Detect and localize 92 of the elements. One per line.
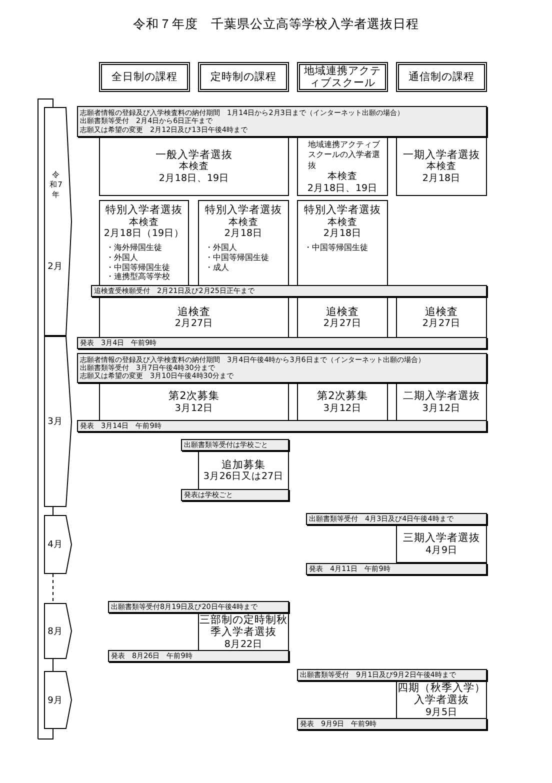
notice-bar (306, 513, 487, 525)
exam-name: 地域連携アクティブスクールの入学者選抜 (307, 140, 381, 171)
exam-type: 本検査 (328, 216, 358, 228)
notice-bar (77, 106, 487, 137)
connector-line (52, 658, 54, 672)
exam-name: 二期入学者選抜 (403, 390, 480, 403)
schedule-box (198, 613, 289, 651)
exam-date: 2月18日、19日 (158, 172, 230, 184)
exam-name: 特別入学者選抜 (205, 204, 282, 217)
schedule-box (297, 200, 388, 286)
schedule-box (396, 681, 487, 719)
eligibility-item: ・連携型高等学校 (105, 272, 170, 282)
eligibility-item: ・中国等帰国生徒 (105, 262, 170, 272)
schedule-box (99, 200, 189, 286)
exam-name: 追検査 (326, 306, 359, 318)
exam-date: 3月12日 (174, 402, 214, 414)
course-header (396, 62, 487, 92)
exam-date: 2月27日 (422, 318, 461, 330)
notice-bar (297, 718, 487, 730)
eligibility-item: ・外国人 (204, 243, 237, 253)
schedule-box (99, 297, 289, 338)
eligibility-item: ・外国人 (105, 252, 138, 263)
eligibility-item: ・中国等帰国生徒 (204, 252, 269, 263)
exam-name: 三部制の定時制秋季入学者選抜 (199, 614, 288, 639)
eligibility-item: ・成人 (204, 262, 229, 272)
exam-date: 2月27日 (174, 318, 214, 330)
schedule-box (198, 451, 289, 490)
notice-bar (77, 337, 487, 349)
exam-type: 本検査 (328, 171, 358, 183)
exam-name: 四期（秋季入学）入学者選抜 (397, 682, 486, 707)
exam-date: 8月22日 (224, 638, 263, 650)
exam-date: 2月18日（19日） (104, 228, 184, 240)
schedule-box (99, 137, 289, 196)
notice-bar (306, 563, 487, 575)
exam-name: 一般入学者選抜 (156, 148, 232, 161)
exam-type: 本検査 (179, 161, 209, 173)
header-text: 通信制の課程 (408, 70, 474, 84)
exam-name: 特別入学者選抜 (106, 204, 182, 217)
exam-date: 3月12日 (422, 402, 461, 414)
exam-name: 第2次募集 (317, 390, 368, 403)
schedule-box (396, 525, 487, 563)
header-text: 地域連携アクティブスクール (303, 64, 382, 90)
schedule-box (297, 383, 388, 421)
exam-date: 3月12日 (323, 402, 362, 414)
exam-type: 本検査 (228, 216, 258, 228)
notice-bar (297, 669, 487, 681)
notice-bar (108, 650, 289, 662)
course-header (99, 62, 190, 92)
course-header (198, 62, 289, 92)
exam-name: 特別入学者選抜 (304, 204, 381, 217)
connector-line (52, 506, 54, 516)
title: 令和７年度 千葉県公立高等学校入学者選抜日程 (132, 16, 420, 33)
schedule-box (396, 383, 487, 421)
month-label: 2月 (48, 261, 64, 273)
exam-date: 2月18日 (323, 228, 362, 240)
month-label: 3月 (48, 416, 64, 428)
month-label: 8月 (48, 626, 64, 638)
header-text: 全日制の課程 (112, 70, 178, 84)
exam-date: 2月27日 (323, 318, 362, 330)
schedule-box (198, 200, 289, 286)
schedule-box (396, 297, 487, 338)
exam-type: 本検査 (426, 161, 456, 173)
notice-bar (77, 353, 487, 383)
month-label: 4月 (48, 539, 64, 551)
exam-name: 第2次募集 (168, 390, 220, 403)
schedule-box (297, 297, 388, 338)
exam-name: 追加募集 (222, 458, 266, 472)
month-label: 9月 (48, 694, 64, 706)
exam-date: 9月5日 (425, 706, 458, 718)
header-text: 定時制の課程 (210, 70, 276, 84)
notice-bar (181, 489, 289, 501)
schedule-box (99, 383, 289, 421)
notice-bar (181, 439, 289, 451)
schedule-box (297, 137, 388, 196)
exam-type: 本検査 (129, 216, 159, 228)
exam-name: 追検査 (178, 306, 210, 318)
exam-date: 3月26日又は27日 (203, 471, 284, 482)
exam-date: 2月18日 (422, 172, 461, 184)
notice-bar (77, 420, 487, 432)
exam-name: 一期入学者選抜 (403, 148, 480, 161)
exam-name: 三期入学者選抜 (403, 532, 480, 545)
notice-bar (108, 601, 289, 613)
eligibility-item: ・海外帰国生徒 (105, 243, 162, 253)
exam-date: 2月18日 (224, 228, 263, 240)
schedule-box (396, 137, 487, 196)
eligibility-item: ・中国等帰国生徒 (303, 243, 368, 253)
connector-line (52, 574, 54, 604)
exam-date: 2月18日、19日 (307, 182, 378, 194)
exam-name: 追検査 (425, 306, 458, 318)
exam-date: 4月9日 (425, 544, 458, 556)
notice-bar (91, 285, 487, 297)
course-header (297, 62, 388, 92)
